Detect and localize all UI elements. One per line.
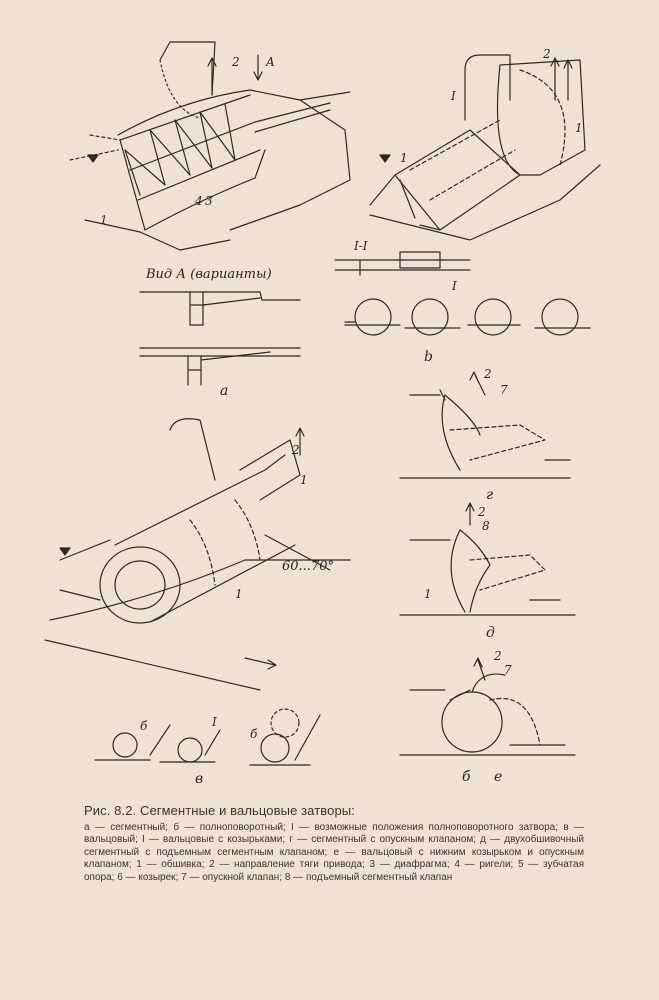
panel-a-views bbox=[139, 291, 301, 386]
label-g-2: 2 bbox=[484, 367, 492, 381]
figure-drawings bbox=[44, 41, 601, 766]
label-v-1: 1 bbox=[300, 473, 308, 487]
label-e-7: 7 bbox=[504, 663, 512, 677]
panel-g bbox=[399, 371, 571, 479]
label-a-4: 4 bbox=[195, 194, 203, 208]
label-bb-b2: б bbox=[250, 727, 258, 741]
label-angle: 60...70° bbox=[282, 559, 334, 574]
label-d: д bbox=[486, 625, 495, 641]
panel-b-rotation-gate bbox=[334, 54, 601, 336]
label-d-8: 8 bbox=[482, 519, 490, 533]
panel-e bbox=[399, 657, 576, 756]
caption-body: а — сегментный; б — полноповоротный; I —… bbox=[84, 822, 584, 883]
label-e: е bbox=[494, 769, 503, 785]
label-e-2: 2 bbox=[494, 649, 502, 663]
label-a-3: 3 bbox=[205, 194, 213, 208]
label-b-1: 1 bbox=[400, 151, 408, 165]
label-b: b bbox=[424, 349, 433, 365]
panel-v-roller-gate bbox=[44, 418, 351, 691]
label-vid-a: Вид А (варианты) bbox=[146, 267, 272, 282]
caption-title: Рис. 8.2. Сегментные и вальцовые затворы… bbox=[84, 803, 355, 818]
label-v-1b: 1 bbox=[235, 587, 243, 601]
label-bb-v: в bbox=[195, 771, 204, 787]
label-b-2: 2 bbox=[543, 47, 551, 61]
label-bb-I: I bbox=[212, 715, 217, 729]
label-a-2: 2 bbox=[232, 55, 240, 69]
label-e-b: б bbox=[462, 769, 471, 785]
panel-d bbox=[399, 502, 576, 616]
panel-b-variants bbox=[94, 708, 321, 766]
label-a-A: A bbox=[266, 55, 275, 69]
label-a-1: 1 bbox=[100, 213, 108, 227]
label-v-2: 2 bbox=[292, 443, 300, 457]
figure-caption: Рис. 8.2. Сегментные и вальцовые затворы… bbox=[84, 803, 584, 884]
label-b-section: I-I bbox=[354, 239, 368, 253]
label-bb-b1: б bbox=[140, 719, 148, 733]
label-b-I1: I bbox=[451, 89, 456, 103]
label-g: г bbox=[486, 487, 494, 503]
label-a: а bbox=[220, 383, 229, 399]
label-d-1: 1 bbox=[424, 587, 432, 601]
label-d-2: 2 bbox=[478, 505, 486, 519]
panel-a-segment-gate bbox=[69, 41, 351, 251]
label-b-I2: I bbox=[452, 279, 457, 293]
label-b-1-top: 1 bbox=[575, 121, 583, 135]
label-g-7: 7 bbox=[500, 383, 508, 397]
